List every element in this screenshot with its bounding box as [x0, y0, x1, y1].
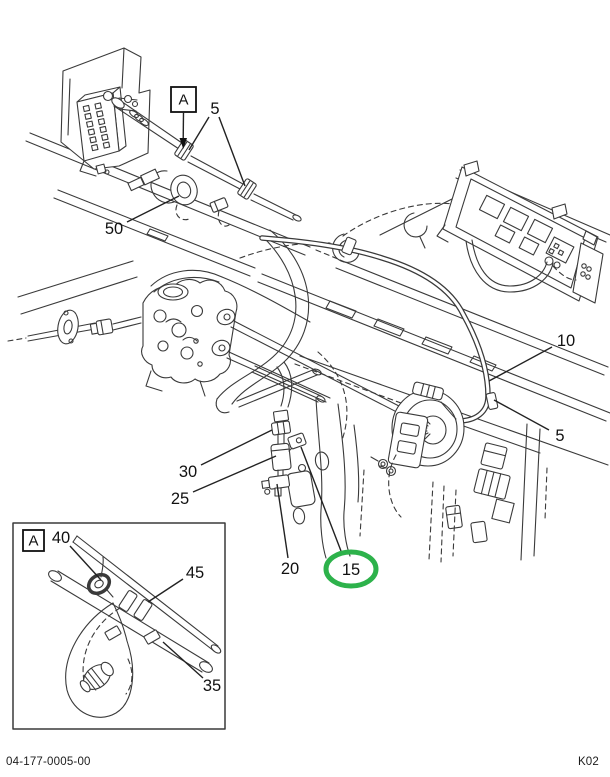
callout-5-top-label: 5: [210, 100, 219, 118]
arrowhead: [179, 138, 187, 149]
mounting-bracket: [387, 411, 429, 469]
band-clamp-item-45: [118, 590, 138, 612]
instrument-cluster: [436, 160, 604, 304]
inset-border: [12, 522, 226, 730]
relay-connector: [480, 442, 508, 470]
detail-a-label: A: [178, 92, 188, 109]
round-connector: [79, 661, 114, 693]
callout-10-label: 10: [557, 332, 575, 350]
air-valve-manifold: [7, 269, 429, 427]
hex-fitting: [89, 318, 114, 336]
highlight-oval: [323, 549, 379, 589]
callout-45-label: 45: [186, 564, 204, 582]
cowl-side-panel: [286, 397, 365, 559]
hanging-connector: [209, 197, 229, 213]
page-code: K02: [577, 756, 599, 768]
callout-5-right-label: 5: [555, 427, 564, 445]
grommet-item-50: [127, 168, 198, 221]
multi-pin-connector: [473, 468, 511, 500]
elbow-item-20: [261, 474, 291, 495]
callout-35-label: 35: [203, 677, 221, 695]
column-boot-and-connectors: [370, 381, 548, 563]
tube-clamp-2: [237, 178, 257, 200]
bulkhead-connector-assembly: [60, 47, 151, 177]
callout-15-label: 15: [342, 561, 360, 579]
clip-item-35: [143, 629, 161, 645]
loop-clamp-item-40: [86, 572, 112, 596]
callout-30-label: 30: [179, 463, 197, 481]
main-harness-conduit: [259, 235, 499, 438]
inline-valve-assembly: [261, 409, 307, 497]
callouts: A 5 50 10 5 30 25 20 15 A 40 45 35: [22, 86, 575, 695]
inset-a-box: [22, 529, 45, 552]
callout-50-label: 50: [105, 220, 123, 238]
nut-item-15: [287, 432, 307, 450]
harness-loop: [215, 229, 348, 441]
tube-clamp-1: [174, 139, 194, 161]
callout-40-label: 40: [52, 529, 70, 547]
inset-detail-view: [12, 522, 226, 730]
shaft-and-clamped-tube: [102, 90, 302, 227]
conduit-clamp-item-5: [485, 392, 499, 410]
connector-pin-grid: [82, 102, 111, 152]
fitting-item-30: [270, 420, 292, 436]
doc-number: 04-177-0005-00: [6, 756, 91, 768]
inset-a-label: A: [28, 533, 38, 550]
callout-25-label: 25: [171, 490, 189, 508]
callout-20-label: 20: [281, 560, 299, 578]
